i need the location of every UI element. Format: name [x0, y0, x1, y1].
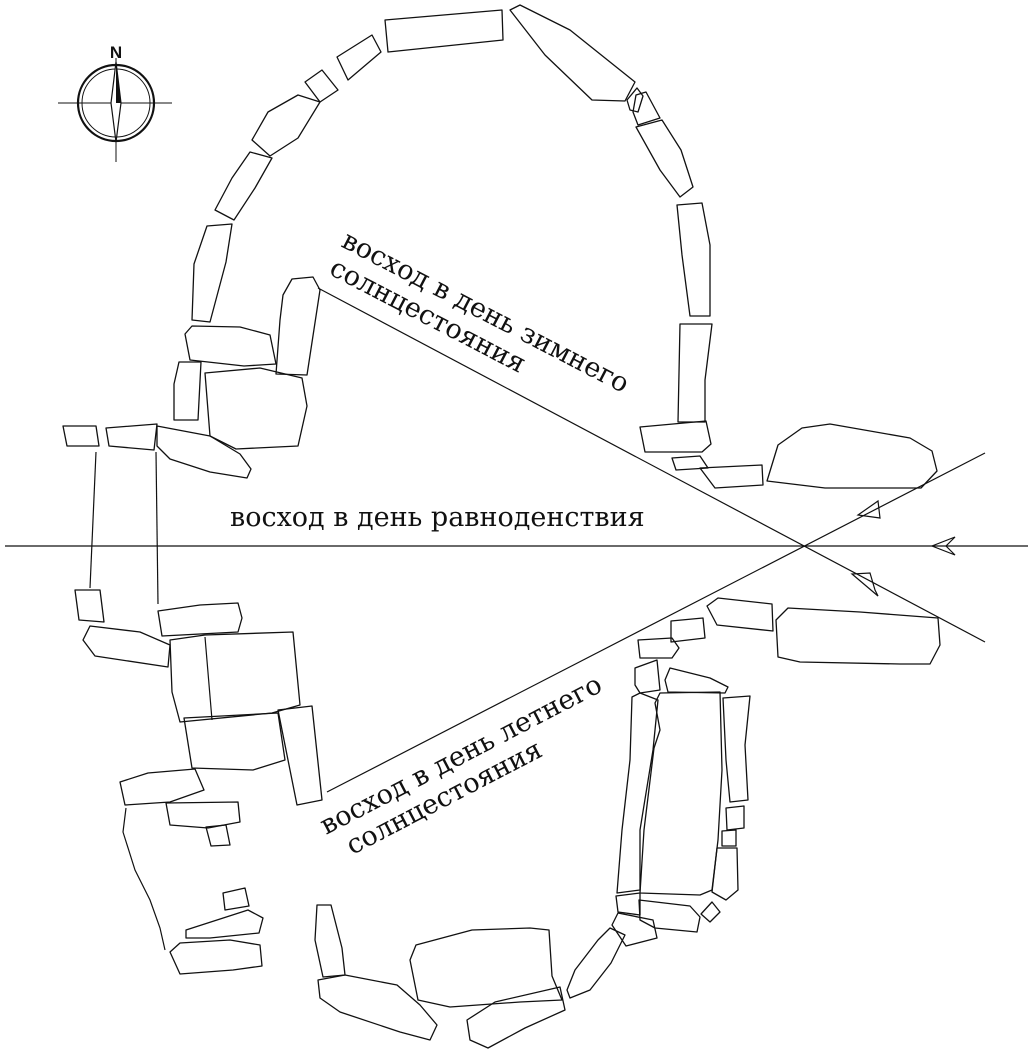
stone — [169, 631, 301, 723]
stone — [699, 464, 764, 489]
stone — [317, 974, 438, 1041]
winter-solstice-label: восход в день зимнего солнцестояния — [325, 225, 634, 400]
stone — [183, 712, 286, 771]
stone — [185, 909, 264, 939]
equinox-arrow-icon — [930, 536, 956, 556]
stone — [616, 692, 659, 894]
stone — [676, 202, 711, 317]
stone — [275, 276, 321, 376]
winter-label-line1: восход в день зимнего — [337, 225, 634, 400]
stone — [184, 325, 277, 367]
stone — [204, 367, 308, 450]
stone — [251, 94, 321, 157]
winter-arrow-icon — [850, 572, 879, 597]
compass-north-label: N — [110, 43, 122, 62]
stone — [466, 986, 566, 1049]
stone — [165, 801, 241, 829]
stone — [638, 899, 701, 933]
stone — [409, 927, 563, 1008]
stone — [721, 829, 737, 847]
stone — [277, 705, 323, 806]
stone — [62, 425, 100, 447]
stone — [637, 637, 680, 659]
summer-solstice-line — [326, 452, 986, 793]
stone — [775, 607, 941, 665]
winter-solstice-line — [317, 287, 986, 643]
stone — [384, 9, 504, 53]
stone — [634, 659, 661, 694]
summer-arrow-icon — [856, 499, 881, 519]
stone — [173, 361, 202, 421]
stone — [677, 323, 713, 423]
sightlines — [5, 287, 1028, 793]
stone — [222, 887, 250, 911]
summer-label-line1: восход в день летнего — [315, 669, 607, 841]
stone — [632, 91, 661, 126]
stone — [119, 768, 205, 806]
west-entrance — [62, 423, 252, 623]
stone — [615, 892, 641, 916]
stone — [611, 912, 658, 947]
stone — [664, 667, 729, 694]
stone — [205, 824, 231, 847]
stone — [82, 625, 171, 668]
stone — [766, 423, 938, 489]
stone — [336, 34, 382, 81]
stone — [214, 151, 273, 221]
stone — [314, 904, 346, 978]
stone — [304, 69, 339, 103]
stone — [157, 602, 243, 637]
southern-stone-ring — [82, 597, 941, 1049]
northern-stone-ring — [173, 4, 938, 489]
stone — [169, 939, 263, 975]
stone — [105, 423, 158, 451]
stone — [74, 589, 105, 623]
stone — [639, 691, 723, 896]
stone — [639, 420, 712, 453]
compass-icon: N — [58, 43, 172, 162]
stone — [700, 901, 721, 923]
stone — [635, 119, 694, 198]
stone — [191, 223, 233, 323]
stone — [725, 805, 745, 831]
stone — [670, 617, 706, 643]
stone — [156, 425, 252, 479]
stone — [566, 927, 626, 999]
stone — [509, 4, 636, 102]
stone — [626, 87, 644, 113]
stone — [722, 695, 751, 803]
equinox-label: восход в день равноденствия — [230, 502, 645, 533]
summer-solstice-label: восход в день летнего солнцестояния — [315, 669, 607, 861]
stone — [706, 597, 774, 632]
